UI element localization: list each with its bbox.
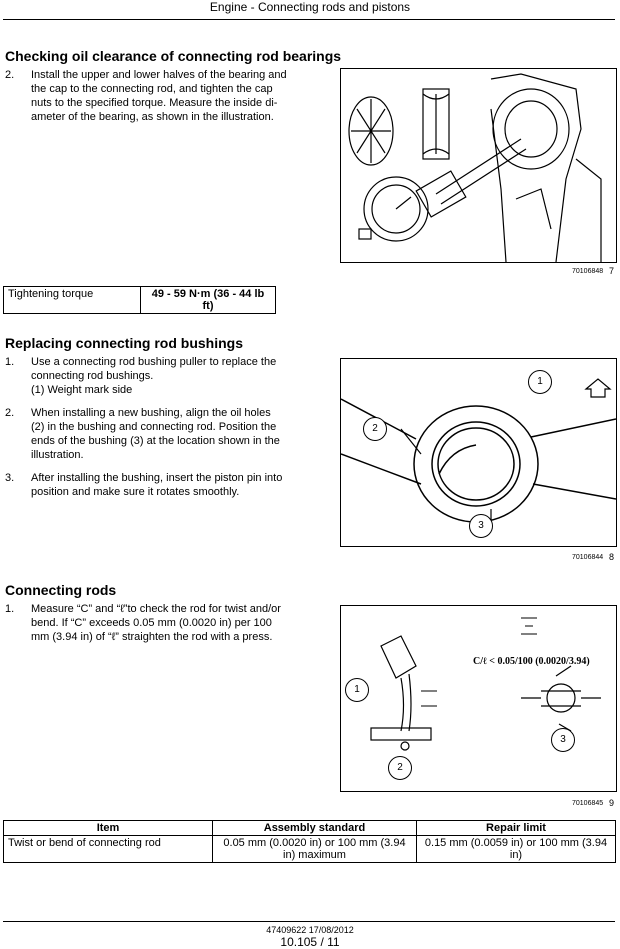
table-cell-repair-limit: 0.15 mm (0.0059 in) or 100 mm (3.94 in) [416, 835, 616, 863]
step-line: illustration. [31, 449, 84, 461]
alignment-formula: C/ℓ < 0.05/100 (0.0020/3.94) [473, 656, 590, 667]
step-line: position and make sure it rotates smooth… [31, 486, 240, 498]
list-item: 1. Use a connecting rod bushing puller t… [5, 355, 315, 397]
header-rule [3, 19, 615, 20]
figure-8-connecting-rod-bushing: 1 2 3 [340, 358, 617, 547]
callout-1: 1 [345, 678, 369, 702]
step-line: mm (3.94 in) of “ℓ” straighten the rod w… [31, 631, 273, 643]
footer-page-number: 10.105 / 11 [280, 935, 340, 949]
callout-1: 1 [528, 370, 552, 394]
figure-number: 8 [609, 552, 615, 562]
column-header: Item [3, 820, 213, 836]
figure-code: 70106844 [572, 554, 604, 561]
column-header: Assembly standard [212, 820, 417, 836]
table-header-row: Item Assembly standard Repair limit [3, 820, 616, 836]
section-heading-replacing-bushings: Replacing connecting rod bushings [5, 335, 244, 351]
step-line: Install the upper and lower halves of th… [31, 69, 287, 81]
step-line: connecting rod bushings. [31, 370, 154, 382]
step-line: ends of the bushing (3) at the location … [31, 435, 280, 447]
step-number: 3. [5, 472, 15, 484]
table-cell-assembly-standard: 0.05 mm (0.0020 in) or 100 mm (3.94 in) … [212, 835, 417, 863]
step-number: 1. [5, 356, 15, 368]
callout-3: 3 [551, 728, 575, 752]
callout-2: 2 [388, 756, 412, 780]
list-item: 3. After installing the bushing, insert … [5, 471, 315, 499]
figure-9-rod-alignment: 1 2 3 C/ℓ < 0.05/100 (0.0020/3.94) [340, 605, 617, 792]
torque-value-line: ft) [202, 300, 214, 312]
repair-spec-table: Item Assembly standard Repair limit Twis… [3, 820, 616, 863]
figure-7-bearing-measurement [340, 68, 617, 263]
column-header: Repair limit [416, 820, 616, 836]
step-number: 1. [5, 603, 15, 615]
torque-value: 49 - 59 N·m (36 - 44 lb ft) [140, 286, 276, 314]
list-item: 2. When installing a new bushing, align … [5, 406, 315, 462]
page-header: Engine - Connecting rods and pistons [209, 0, 411, 14]
step-line: the cap to the connecting rod, and tight… [31, 83, 273, 95]
step-line: bend. If “C” exceeds 0.05 mm (0.0020 in)… [31, 617, 272, 629]
figure-number: 7 [609, 266, 615, 276]
step-line: ameter of the bearing, as shown in the i… [31, 111, 274, 123]
figure-code: 70106845 [572, 800, 604, 807]
step-number: 2. [5, 407, 15, 419]
callout-2: 2 [363, 417, 387, 441]
torque-value-line: 49 - 59 N·m (36 - 44 lb [151, 288, 265, 300]
step-list-bushings: 1. Use a connecting rod bushing puller t… [5, 355, 315, 499]
bearing-gauge-illustration [348, 73, 602, 263]
step-line: Measure “C” and “ℓ”to check the rod for … [31, 603, 281, 615]
torque-label: Tightening torque [3, 286, 141, 314]
torque-table: Tightening torque 49 - 59 N·m (36 - 44 l… [3, 286, 276, 314]
step-line: (2) in the bushing and connecting rod. P… [31, 421, 277, 433]
step-line: Use a connecting rod bushing puller to r… [31, 356, 277, 368]
section-heading-connecting-rods: Connecting rods [5, 582, 117, 598]
step-line: After installing the bushing, insert the… [31, 472, 283, 484]
footer-rule [3, 921, 615, 922]
section-heading-oil-clearance: Checking oil clearance of connecting rod… [5, 48, 342, 64]
table-row: Twist or bend of connecting rod 0.05 mm … [3, 835, 616, 863]
step-number: 2. [5, 69, 15, 81]
step-2-install-bearing: 2. Install the upper and lower halves of… [5, 68, 310, 124]
figure-number: 9 [609, 798, 615, 808]
callout-3: 3 [469, 514, 493, 538]
figure-code: 70106848 [572, 268, 604, 275]
footer-doc-id: 47409622 17/08/2012 [266, 925, 354, 935]
step-line: (1) Weight mark side [31, 384, 133, 396]
step-1-measure-rod: 1. Measure “C” and “ℓ”to check the rod f… [5, 602, 315, 644]
step-line: When installing a new bushing, align the… [31, 407, 271, 419]
table-cell-item: Twist or bend of connecting rod [3, 835, 213, 863]
step-line: nuts to the specified torque. Measure th… [31, 97, 278, 109]
rod-alignment-illustration [370, 617, 601, 751]
